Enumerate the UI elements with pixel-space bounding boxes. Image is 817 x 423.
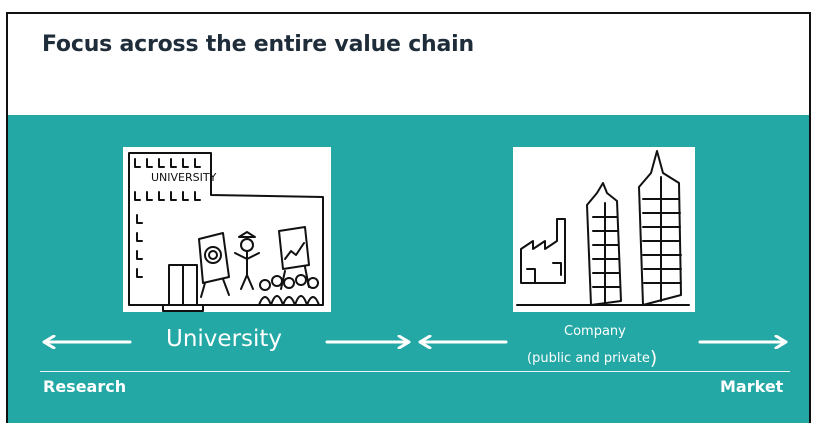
university-building-sketch-icon: UNIVERSITY	[128, 152, 324, 312]
research-label: Research	[43, 377, 127, 396]
left-arrow-icon	[416, 335, 508, 349]
company-label: Company	[564, 324, 626, 339]
right-arrow-icon	[325, 335, 413, 349]
market-label: Market	[720, 377, 784, 396]
value-chain-band: UNIVERSITY	[8, 115, 809, 423]
company-buildings-sketch-icon	[516, 150, 690, 306]
right-arrow-icon	[698, 335, 790, 349]
value-chain-axis-line	[40, 371, 790, 372]
company-sublabel-text: (public and private	[527, 351, 650, 366]
left-arrow-icon	[40, 335, 132, 349]
company-sketch-image	[513, 147, 695, 312]
slide: Focus across the entire value chain	[6, 12, 811, 423]
university-label: University	[166, 326, 283, 352]
university-sketch-text: UNIVERSITY	[151, 171, 217, 184]
university-sketch-image: UNIVERSITY	[123, 147, 331, 312]
company-sublabel-close: )	[649, 347, 658, 369]
company-sublabel: (public and private)	[527, 347, 657, 369]
slide-title: Focus across the entire value chain	[42, 32, 474, 57]
